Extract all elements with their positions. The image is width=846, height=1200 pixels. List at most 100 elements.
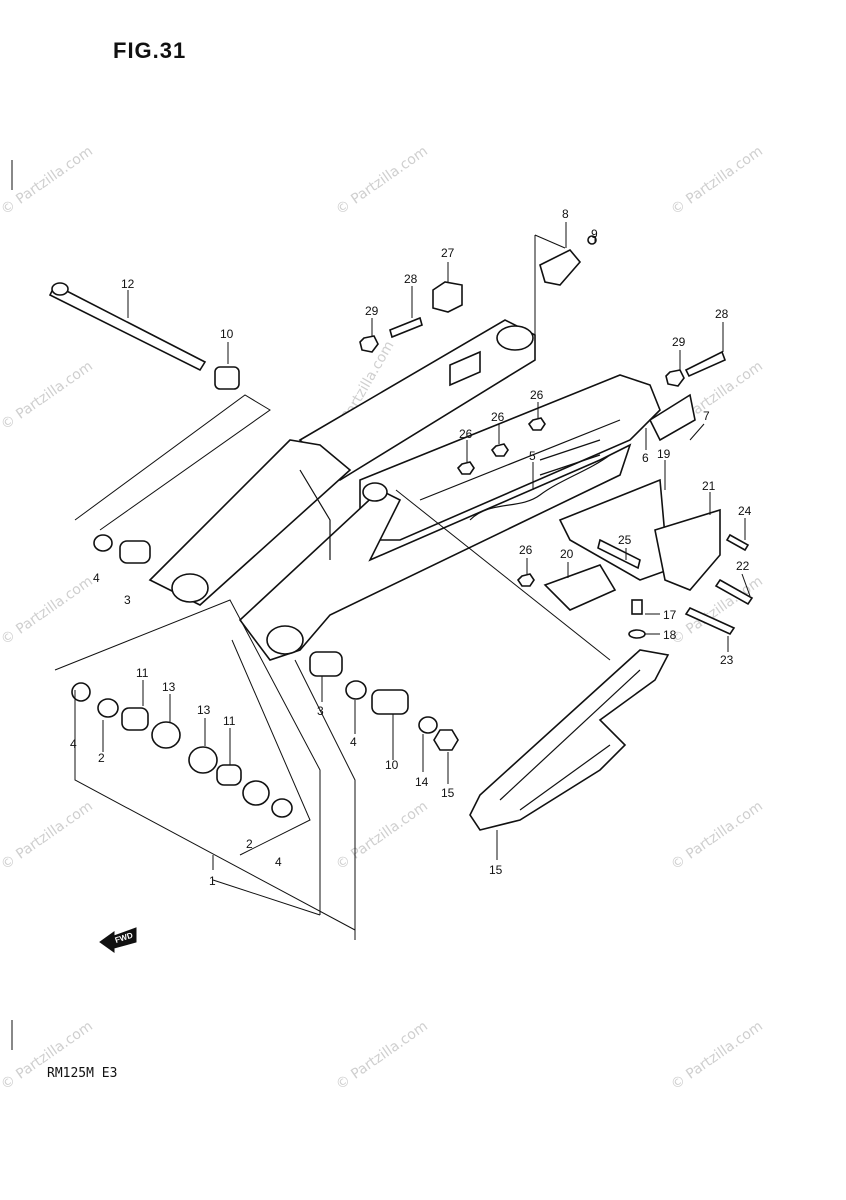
callout-29: 29 (672, 335, 686, 349)
leader-16 (395, 489, 611, 661)
callout-23: 23 (720, 653, 734, 667)
callout-11: 11 (223, 714, 236, 728)
watermark: © Partzilla.com (0, 143, 96, 218)
callout-28: 28 (404, 272, 418, 286)
pivot-bore-right (266, 625, 304, 655)
chain-guide (543, 478, 754, 639)
callout-10: 10 (385, 758, 399, 772)
callout-24: 24 (738, 504, 752, 518)
callout-14: 14 (415, 775, 429, 789)
axle-slot (496, 325, 534, 351)
callout-26: 26 (459, 427, 473, 441)
nut-26-b (490, 443, 509, 457)
callout-20: 20 (560, 547, 574, 561)
slider-slot (519, 744, 611, 811)
bolt-28-b (684, 350, 727, 378)
callout-17: 17 (663, 608, 677, 622)
watermark: © Partzilla.com (668, 143, 766, 218)
callout-15: 15 (489, 863, 503, 877)
callout-8: 8 (562, 207, 569, 221)
bearing-13-a (151, 721, 181, 749)
bearing-3-a (119, 540, 151, 564)
swingarm (148, 319, 661, 661)
leader-bracket-top-left (74, 394, 271, 531)
callout-27: 27 (441, 246, 455, 260)
callout-6: 6 (642, 451, 649, 465)
spacer-10-lower (371, 689, 409, 715)
callout-4: 4 (93, 571, 100, 585)
small-parts (71, 366, 459, 818)
forward-arrow: FWD (99, 927, 137, 953)
swingarm-edge (419, 419, 621, 501)
pivot-shaft-body (48, 283, 207, 372)
nut-15 (433, 729, 459, 751)
chain-slider (469, 649, 670, 831)
bolt-28-a (389, 316, 423, 339)
bearing-13-b (188, 746, 218, 774)
washer-18 (628, 629, 646, 639)
callout-21: 21 (702, 479, 716, 493)
screw-17 (631, 599, 643, 615)
leader-8 (534, 234, 566, 249)
callout-5: 5 (529, 449, 536, 463)
callouts: 12 10 4 3 27 28 29 8 9 28 29 7 26 26 26 … (70, 207, 752, 888)
watermark: © Partzilla.com (668, 1018, 766, 1093)
callout-9: 9 (591, 227, 598, 241)
screw-9 (587, 235, 597, 245)
washer-2-b (242, 780, 270, 806)
callout-18: 18 (663, 628, 677, 642)
callout-13: 13 (162, 680, 176, 694)
callout-4: 4 (70, 737, 77, 751)
plate-27 (432, 281, 463, 313)
forward-arrow-icon (99, 927, 137, 953)
swingarm-cutout (449, 350, 481, 387)
callout-15: 15 (441, 786, 455, 800)
bolt-22 (714, 578, 754, 606)
plate-8 (539, 249, 582, 286)
nut-26-c (527, 417, 546, 431)
watermark-layer: © Partzilla.com © Partzilla.com © Partzi… (0, 143, 766, 1093)
callout-12: 12 (121, 277, 135, 291)
guide-plate-21 (654, 508, 721, 591)
watermark: © Partzilla.com (333, 798, 431, 873)
dust-seal-4-a (93, 534, 113, 552)
callout-3: 3 (317, 704, 324, 718)
callout-4: 4 (275, 855, 282, 869)
cover-20 (543, 564, 617, 611)
leader-lines (54, 222, 751, 940)
callout-1: 1 (209, 874, 216, 888)
chain-guide-19 (558, 478, 669, 581)
bolt-23 (684, 606, 736, 636)
callout-25: 25 (618, 533, 632, 547)
callout-29: 29 (365, 304, 379, 318)
watermark: © Partzilla.com (0, 798, 96, 873)
bracket-7 (648, 393, 696, 442)
pivot-bore-left (171, 573, 209, 603)
callout-2: 2 (246, 837, 253, 851)
callout-10: 10 (220, 327, 234, 341)
dust-seal-4-d (271, 798, 293, 818)
swingarm-decal-lines (539, 439, 601, 476)
watermark: © Partzilla.com (0, 573, 96, 648)
bolt-24 (725, 533, 750, 552)
callout-28: 28 (715, 307, 729, 321)
callout-2: 2 (98, 751, 105, 765)
watermark: © Partzilla.com (0, 358, 96, 433)
upper-hardware (359, 235, 727, 587)
callout-11: 11 (136, 666, 149, 680)
callout-3: 3 (124, 593, 131, 607)
callout-22: 22 (736, 559, 750, 573)
callout-13: 13 (197, 703, 211, 717)
pivot-shaft (48, 282, 207, 372)
chain-slider-16 (469, 649, 670, 831)
callout-26: 26 (530, 388, 544, 402)
bearing-3-b (309, 651, 343, 677)
pivot-boss (362, 482, 388, 502)
pivot-shaft-head (51, 282, 69, 296)
leader-22 (741, 573, 751, 597)
nut-26-a (456, 461, 475, 475)
nut-29-a (359, 335, 379, 353)
callout-4: 4 (350, 735, 357, 749)
